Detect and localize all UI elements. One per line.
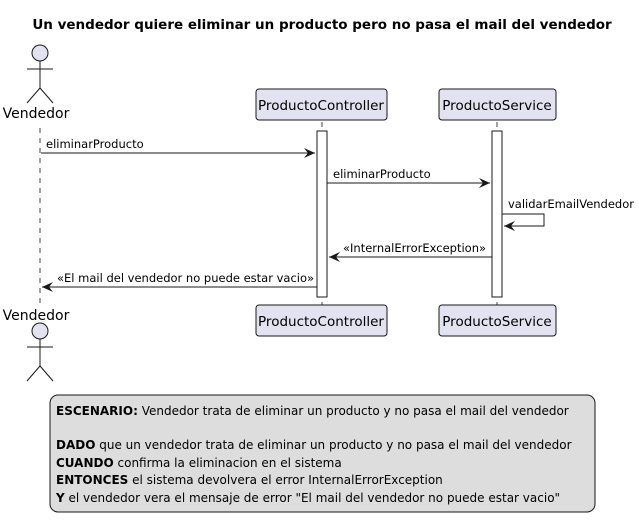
message-4-label: «InternalErrorException» <box>343 241 486 255</box>
note-cuando-label: CUANDO <box>56 456 114 470</box>
note-line-escenario: ESCENARIO: Vendedor trata de eliminar un… <box>56 404 569 418</box>
participant-controller-top: ProductoController <box>255 88 388 121</box>
note-line-dado: DADO que un vendedor trata de eliminar u… <box>56 438 572 452</box>
note-y-text: el vendedor vera el mensaje de error "El… <box>65 491 560 505</box>
message-5-label: «El mail del vendedor no puede estar vac… <box>57 271 314 285</box>
note-y-label: Y <box>55 491 65 505</box>
note-dado-label: DADO <box>56 438 95 452</box>
activation-bar-controller <box>316 130 328 298</box>
actor-head-icon <box>31 322 49 340</box>
note-escenario-text: Vendedor trata de eliminar un producto y… <box>138 404 569 418</box>
message-4: «InternalErrorException» <box>329 241 492 262</box>
message-3: validarEmailVendedor <box>502 197 634 231</box>
scenario-note: ESCENARIO: Vendedor trata de eliminar un… <box>49 394 596 513</box>
note-dado-text: que un vendedor trata de eliminar un pro… <box>95 438 571 452</box>
note-escenario-label: ESCENARIO: <box>56 404 138 418</box>
diagram-title: Un vendedor quiere eliminar un producto … <box>32 17 612 33</box>
note-entonces-label: ENTONCES <box>56 473 128 487</box>
note-line-y: Y el vendedor vera el mensaje de error "… <box>55 491 560 505</box>
note-line-cuando: CUANDO confirma la eliminacion en el sis… <box>56 456 342 470</box>
participant-service-label-top: ProductoService <box>442 98 551 114</box>
activation-bar-service <box>491 130 503 298</box>
note-entonces-text: el sistema devolvera el error InternalEr… <box>128 473 442 487</box>
participant-controller-label-top: ProductoController <box>258 98 384 114</box>
actor-label-top: Vendedor <box>3 106 70 122</box>
message-2-label: eliminarProducto <box>333 167 431 181</box>
participant-service-top: ProductoService <box>438 88 557 121</box>
message-1-label: eliminarProducto <box>46 137 144 151</box>
actor-label-bottom: Vendedor <box>3 308 70 324</box>
note-line-entonces: ENTONCES el sistema devolvera el error I… <box>56 473 443 487</box>
participant-service-label-bottom: ProductoService <box>442 314 551 330</box>
actor-vendedor-top: Vendedor <box>3 44 70 122</box>
participant-controller-bottom: ProductoController <box>255 304 388 337</box>
message-2: eliminarProducto <box>327 167 490 188</box>
note-cuando-text: confirma la eliminacion en el sistema <box>114 456 342 470</box>
message-5: «El mail del vendedor no puede estar vac… <box>42 271 317 292</box>
participant-service-bottom: ProductoService <box>438 304 557 337</box>
actor-head-icon <box>31 44 49 62</box>
participant-controller-label-bottom: ProductoController <box>258 314 384 330</box>
actor-vendedor-bottom: Vendedor <box>3 308 70 382</box>
message-3-label: validarEmailVendedor <box>508 197 634 211</box>
message-1: eliminarProducto <box>41 137 315 158</box>
